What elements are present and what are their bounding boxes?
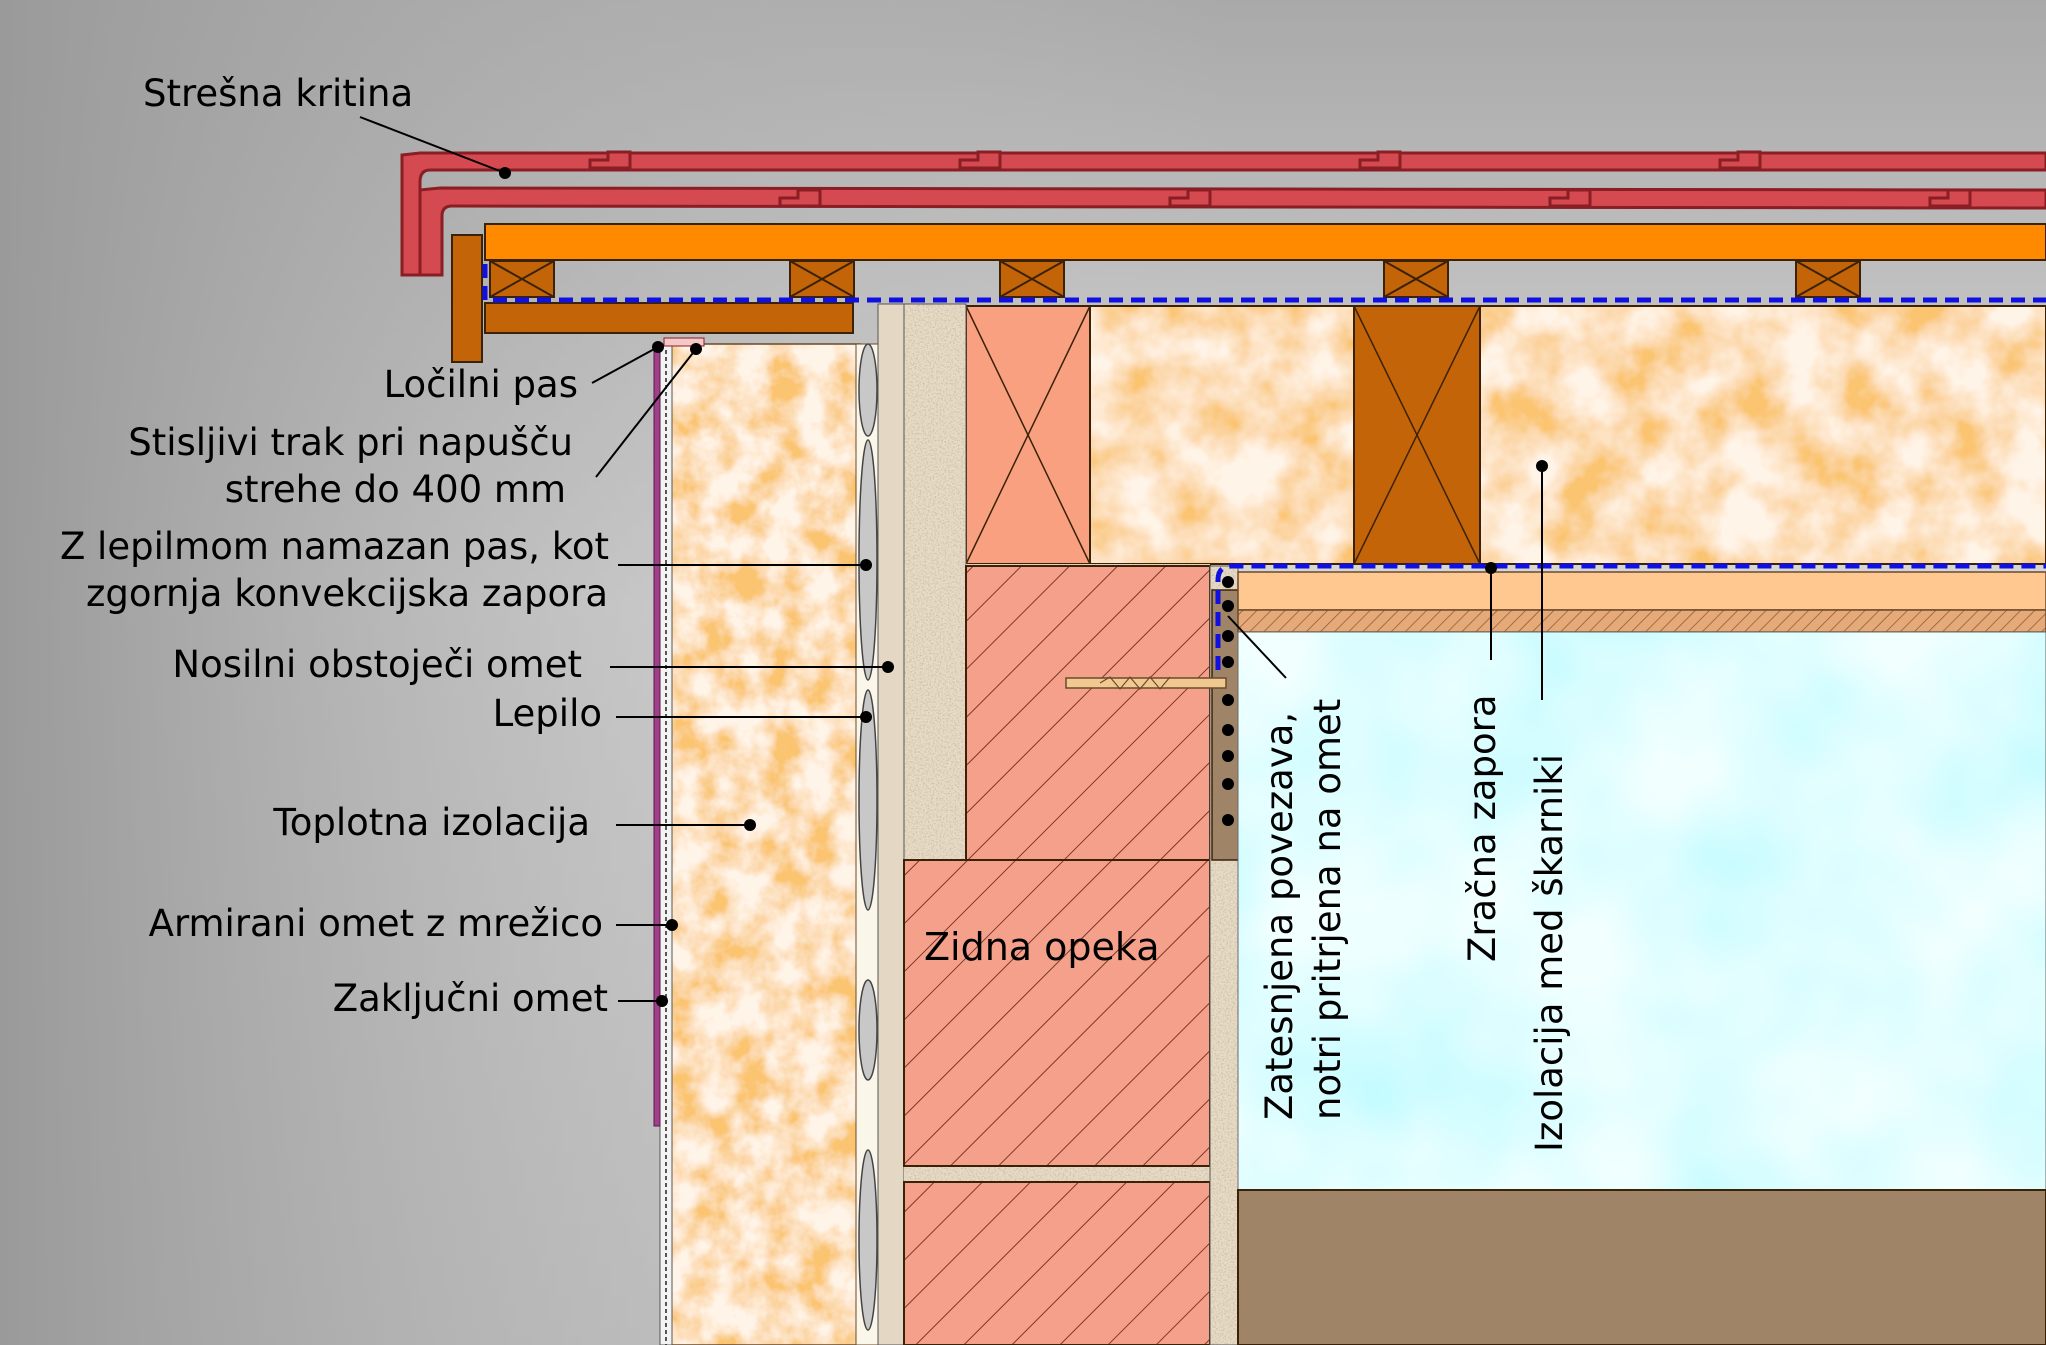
brick-middle — [903, 859, 1211, 1167]
leader-lines — [359, 116, 1543, 1002]
fascia-board — [451, 234, 483, 363]
labels-vertical: Zatesnjena povezava, notri pritrjena na … — [1258, 694, 1571, 1152]
adhesive-dabs — [858, 343, 878, 1331]
ceiling-board — [1237, 571, 2046, 611]
roof-membrane — [482, 264, 2046, 303]
label-rafter-insulation: Izolacija med škarniki — [1528, 754, 1571, 1152]
labels-left: Strešna kritina Ločilni pas Stisljivi tr… — [60, 72, 609, 1020]
label-existing-plaster: Nosilni obstoječi omet — [172, 643, 582, 686]
brick-top — [965, 565, 1211, 861]
counter-battens — [489, 260, 1861, 298]
brick-bottom — [903, 1181, 1211, 1345]
rafter-insulation-fill — [1090, 306, 2046, 564]
label-adhesive-strip-2: zgornja konvekcijska zapora — [86, 572, 608, 615]
label-sealed-joint-1: Zatesnjena povezava, — [1258, 712, 1301, 1120]
label-sealed-joint-2: notri pritrjena na omet — [1306, 699, 1349, 1120]
anchor-screw — [1065, 676, 1227, 690]
label-adhesive-strip-1: Z lepilmom namazan pas, kot — [60, 525, 609, 568]
label-finish-plaster: Zaključni omet — [333, 977, 608, 1020]
compressible-tape — [663, 337, 705, 347]
roof-tiles — [400, 150, 2046, 277]
label-adhesive: Lepilo — [493, 692, 602, 735]
air-barrier-line — [1215, 563, 2046, 670]
label-separating-strip: Ločilni pas — [384, 363, 578, 406]
reinforced-plaster-layer — [659, 343, 673, 1345]
finish-plaster-layer — [653, 345, 661, 1127]
wall-plate — [965, 305, 1091, 565]
ceiling-lath — [1237, 609, 2046, 633]
floor — [1237, 1189, 2046, 1345]
label-reinforced-plaster: Armirani omet z mrežico — [149, 902, 603, 945]
label-roof-tiles: Strešna kritina — [143, 72, 413, 115]
label-compressible-tape-1: Stisljivi trak pri napušču — [128, 421, 573, 464]
thermal-insulation-board — [670, 344, 860, 1345]
existing-plaster-fill — [904, 304, 966, 860]
rafter — [1353, 305, 1481, 565]
label-thermal-insulation: Toplotna izolacija — [272, 801, 590, 844]
label-brick: Zidna opeka — [924, 925, 1160, 969]
label-compressible-tape-2: strehe do 400 mm — [225, 468, 566, 511]
leader-dots — [499, 167, 1548, 1007]
roof-boarding — [484, 223, 2046, 261]
soffit-board — [484, 302, 854, 334]
label-air-barrier: Zračna zapora — [1461, 694, 1504, 962]
existing-plaster-outer — [877, 303, 905, 1345]
interior-room — [1238, 632, 2046, 1190]
